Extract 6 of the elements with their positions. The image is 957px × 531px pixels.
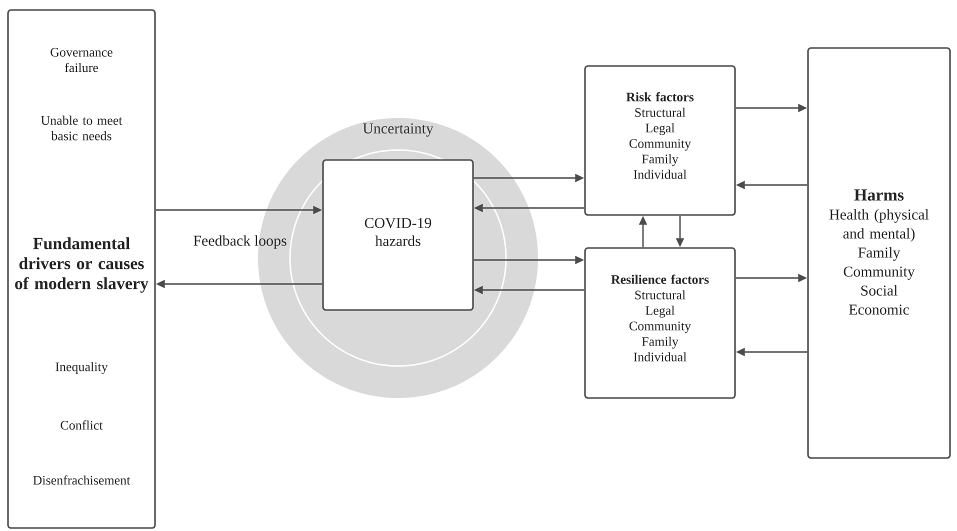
factor-box: Resilience factors Structural Legal Community Family Individual — [584, 247, 736, 399]
harm-box: Harms Health (physical and mental) Family Community Social Economic — [807, 47, 951, 459]
loop-label: Feedback loops — [194, 235, 286, 249]
driver-box: Governance failure Unable to meet basic needs Fundamental drivers or causes of modern slavery Inequality Conflict Disenfrachisement — [7, 9, 156, 529]
hazard-box: COVID-19 hazards — [322, 159, 474, 311]
factor-box: Risk factors Structural Legal Community Family Individual — [584, 65, 736, 216]
